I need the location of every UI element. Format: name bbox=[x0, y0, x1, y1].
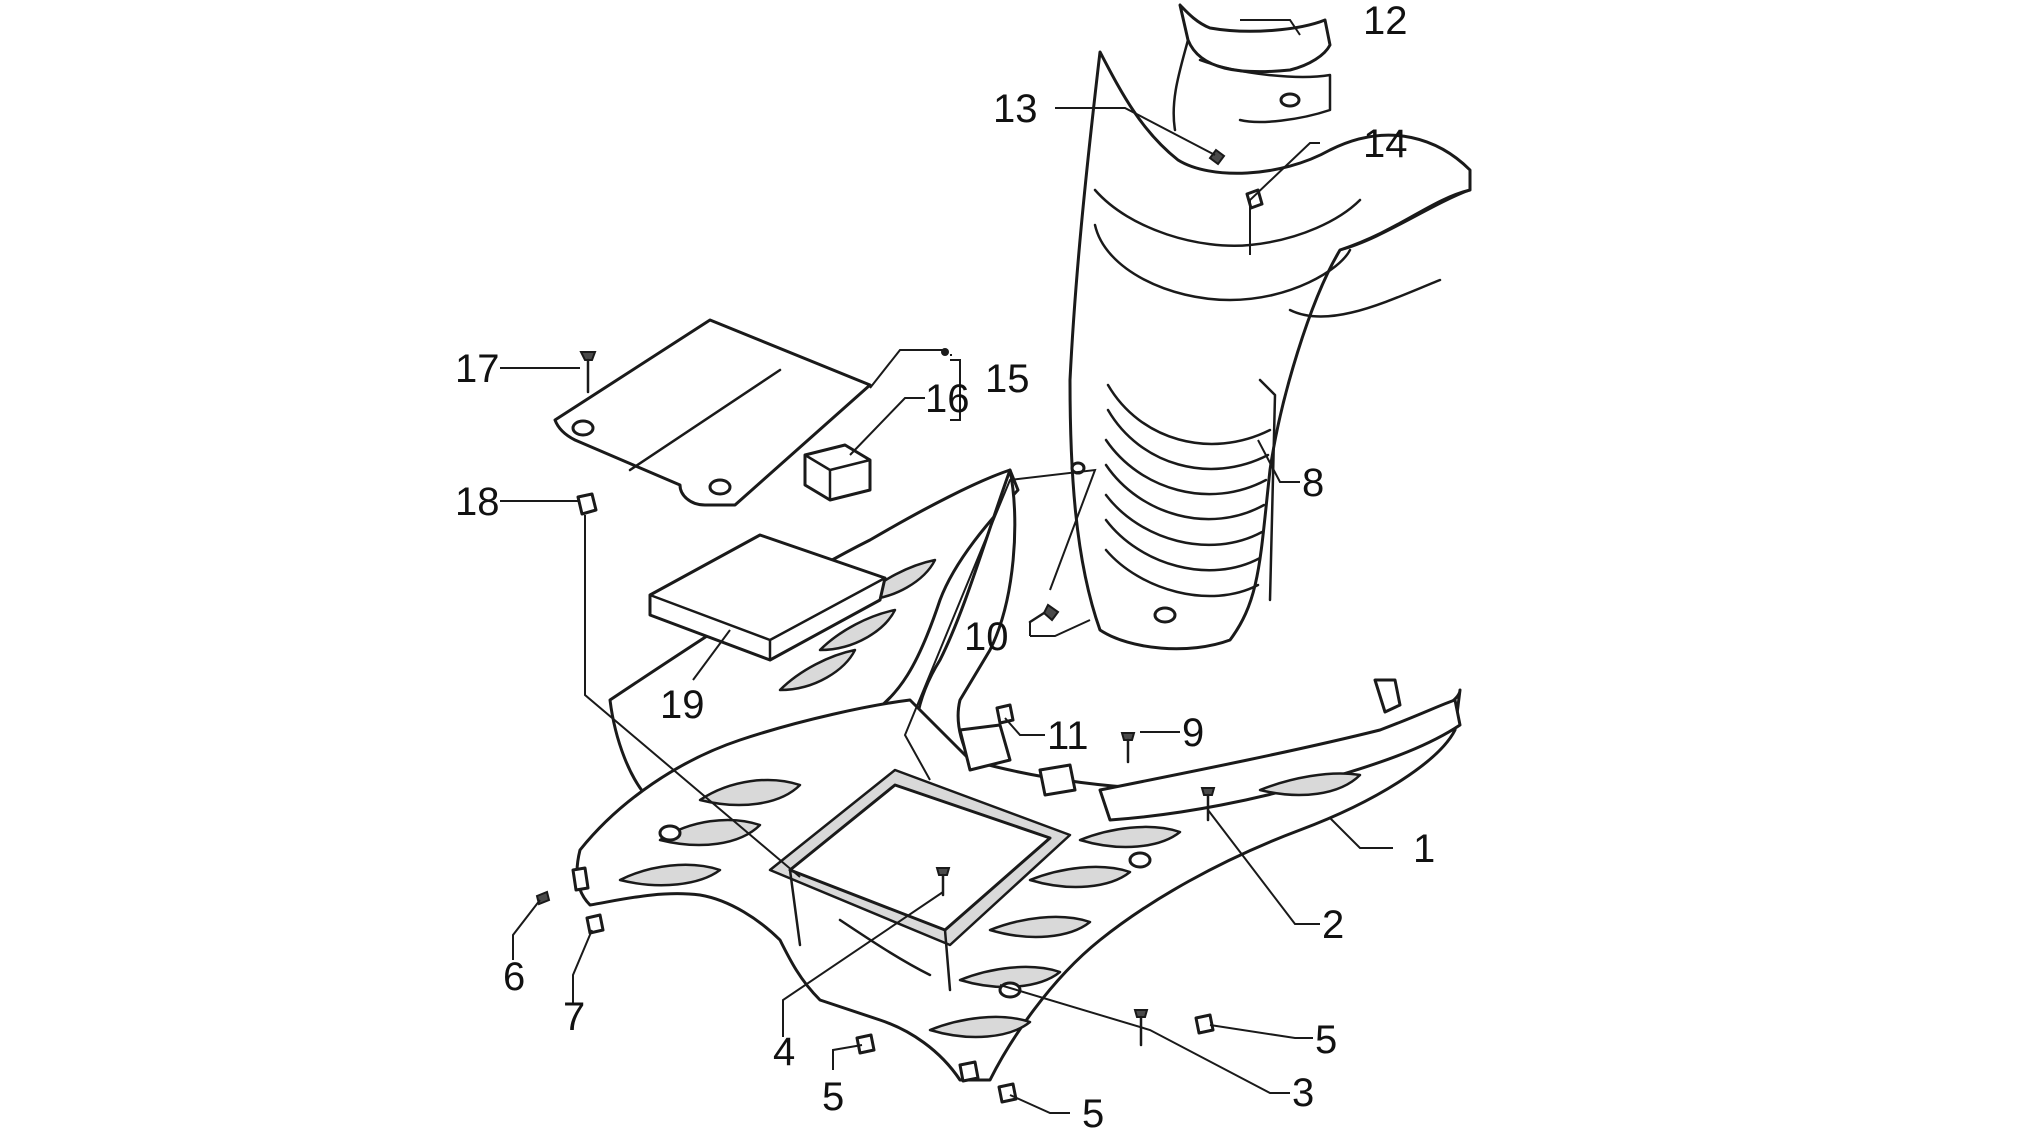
callout-labels: 1 2 3 4 5 5 5 6 7 8 9 10 11 12 13 14 15 … bbox=[455, 0, 1435, 1132]
callout-9: 9 bbox=[1182, 711, 1204, 755]
callout-8: 8 bbox=[1302, 461, 1324, 505]
storage-lid bbox=[553, 318, 872, 507]
callout-16: 16 bbox=[925, 377, 970, 421]
callout-17: 17 bbox=[455, 347, 500, 391]
callout-4: 4 bbox=[773, 1030, 795, 1074]
leader-lines bbox=[500, 19, 1393, 1114]
callout-2: 2 bbox=[1322, 903, 1344, 947]
footrest-floor bbox=[571, 468, 1462, 1083]
callout-3: 3 bbox=[1292, 1071, 1314, 1115]
callout-14: 14 bbox=[1363, 122, 1408, 166]
callout-6: 6 bbox=[503, 955, 525, 999]
callout-1: 1 bbox=[1413, 827, 1435, 871]
front-shield bbox=[1068, 50, 1472, 651]
headset-cover bbox=[1172, 3, 1332, 132]
callout-5-left: 5 bbox=[822, 1075, 844, 1119]
callout-15: 15 bbox=[985, 357, 1030, 401]
callout-5-bottom: 5 bbox=[1082, 1092, 1104, 1132]
callout-11: 11 bbox=[1047, 714, 1089, 758]
callout-5-right: 5 bbox=[1315, 1018, 1337, 1062]
callout-10: 10 bbox=[964, 615, 1009, 659]
callout-19: 19 bbox=[660, 683, 705, 727]
fasteners bbox=[535, 351, 1216, 1104]
callout-7: 7 bbox=[563, 995, 585, 1039]
callout-13: 13 bbox=[993, 87, 1038, 131]
screw-13 bbox=[1208, 148, 1226, 166]
inner-tray bbox=[648, 533, 887, 662]
callout-12: 12 bbox=[1363, 0, 1408, 43]
gasket-block bbox=[803, 443, 872, 502]
reference-dot bbox=[941, 348, 949, 356]
callout-18: 18 bbox=[455, 480, 500, 524]
